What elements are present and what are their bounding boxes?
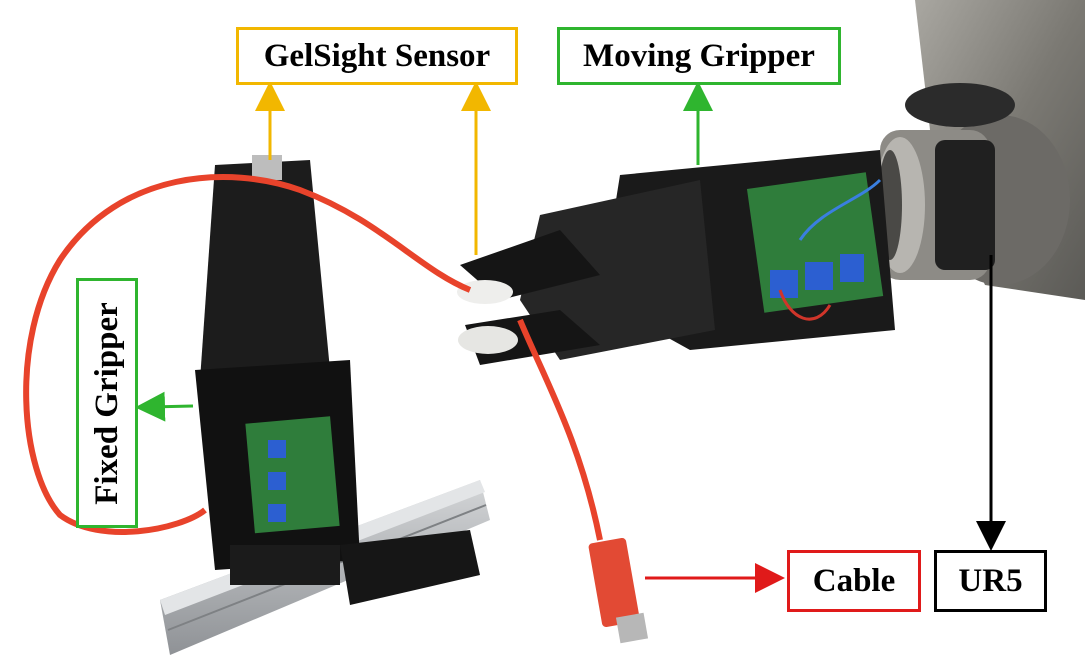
cable-text: Cable <box>812 562 896 599</box>
ur5-label: UR5 <box>934 550 1047 612</box>
fixed-gripper <box>195 155 480 605</box>
moving-gripper-label: Moving Gripper <box>557 27 841 85</box>
usb-plug <box>615 612 649 644</box>
ur5-text: UR5 <box>958 562 1023 599</box>
cable-label: Cable <box>787 550 921 612</box>
gelsight-sensor-text: GelSight Sensor <box>263 37 491 74</box>
moving-gripper-text: Moving Gripper <box>583 37 815 74</box>
moving-gripper <box>457 150 895 365</box>
gelsight-sensor-label: GelSight Sensor <box>236 27 518 85</box>
fixed-gripper-arrow <box>135 391 194 422</box>
usb-connector <box>588 537 640 628</box>
red-cable-lead <box>517 318 603 541</box>
fixed-gripper-text: Fixed Gripper <box>88 301 125 505</box>
ur5-robot-arm <box>875 0 1085 300</box>
fixed-gripper-label: Fixed Gripper <box>76 278 138 528</box>
